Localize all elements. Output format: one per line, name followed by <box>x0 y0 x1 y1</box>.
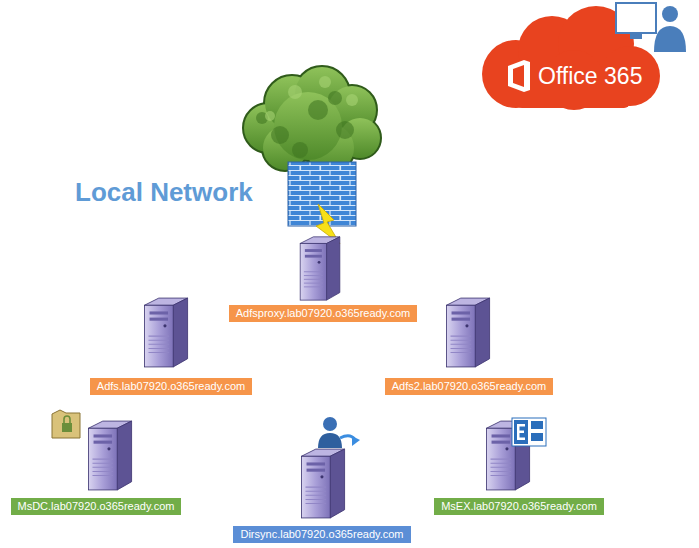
server-label: Adfs2.lab07920.o365ready.com <box>385 378 554 395</box>
internet-cloud <box>244 67 380 172</box>
host-name: MsEX.lab07920.o365ready.com <box>441 500 597 512</box>
host-name: Adfs.lab07920.o365ready.com <box>97 380 245 392</box>
cloud-title: Office 365 <box>538 62 642 90</box>
host-name: Dirsync.lab07920.o365ready.com <box>240 528 403 540</box>
host-name: Adfsproxy.lab07920.o365ready.com <box>236 307 410 319</box>
host-name: MsDC.lab07920.o365ready.com <box>18 500 175 512</box>
server-label: Adfs.lab07920.o365ready.com <box>90 378 252 395</box>
directory-icon <box>52 410 80 438</box>
region-label: Local Network <box>75 176 253 208</box>
server-label: MsEX.lab07920.o365ready.com <box>434 498 604 515</box>
host-name: Adfs2.lab07920.o365ready.com <box>392 380 547 392</box>
user-icon <box>616 3 686 52</box>
office-logo <box>508 60 530 92</box>
server-label: MsDC.lab07920.o365ready.com <box>11 498 182 515</box>
office-cloud-shape <box>478 0 694 114</box>
server-label: Adfsproxy.lab07920.o365ready.com <box>229 305 417 322</box>
cloud-node: Office 365 <box>478 0 694 114</box>
sync-user-icon <box>318 417 360 448</box>
exchange-icon <box>512 418 546 446</box>
server-label: Dirsync.lab07920.o365ready.com <box>233 526 410 543</box>
